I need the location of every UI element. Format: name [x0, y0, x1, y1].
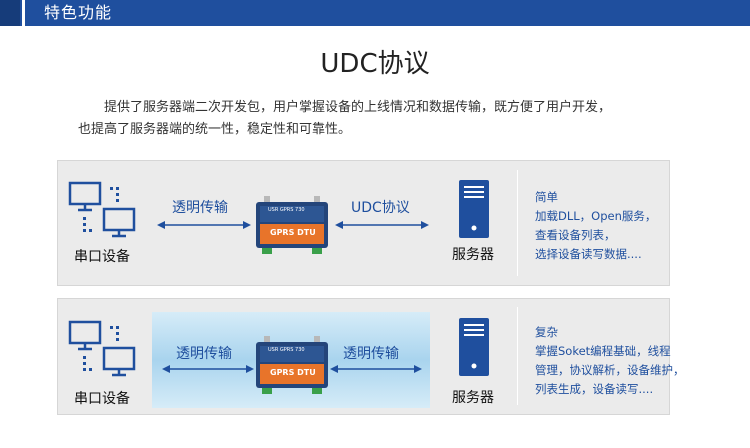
panel-udc-protocol [57, 160, 670, 286]
computers-icon [68, 320, 136, 377]
header-bar [0, 0, 750, 26]
info-line: 掌握Soket编程基础，线程 [535, 344, 671, 358]
server-icon [459, 180, 489, 238]
double-arrow-icon [335, 221, 429, 229]
double-arrow-icon [162, 365, 254, 373]
server-label: 服务器 [452, 390, 494, 406]
info-line: 管理，协议解析，设备维护， [535, 363, 685, 377]
serial-device-label: 串口设备 [74, 249, 130, 265]
info-line: 简单 [535, 190, 558, 204]
serial-device-label: 串口设备 [74, 391, 130, 407]
dtu-device-icon [256, 336, 328, 394]
panel2-info: 复杂 掌握Soket编程基础，线程 管理，协议解析，设备维护， 列表生成，设备读… [535, 323, 685, 399]
link-right-label: 透明传输 [343, 346, 399, 362]
double-arrow-icon [157, 221, 251, 229]
dtu-device-icon [256, 196, 328, 254]
link-left-label: 透明传输 [172, 200, 228, 216]
info-line: 复杂 [535, 325, 558, 339]
description-line-1: 提供了服务器端二次开发包，用户掌握设备的上线情况和数据传输，既方便了用户开发， [104, 100, 612, 115]
dtu-brand: USR GPRS 730 [268, 207, 305, 213]
double-arrow-icon [330, 365, 422, 373]
info-line: 列表生成，设备读写.... [535, 382, 654, 396]
dtu-label: GPRS DTU [270, 368, 316, 377]
section-title: UDC协议 [320, 49, 430, 79]
panel2-divider [517, 307, 518, 405]
panel1-divider [517, 170, 518, 276]
info-line: 加载DLL，Open服务， [535, 209, 657, 223]
info-line: 查看设备列表， [535, 228, 616, 242]
link-right-label: UDC协议 [351, 200, 410, 216]
header-title: 特色功能 [44, 3, 113, 22]
dtu-brand: USR GPRS 730 [268, 347, 305, 353]
link-left-label: 透明传输 [176, 346, 232, 362]
panel1-info: 简单 加载DLL，Open服务， 查看设备列表， 选择设备读写数据.... [535, 188, 685, 264]
info-line: 选择设备读写数据.... [535, 247, 642, 261]
section-description: 提供了服务器端二次开发包，用户掌握设备的上线情况和数据传输，既方便了用户开发， … [78, 97, 698, 141]
header-divider [22, 0, 25, 26]
dtu-label: GPRS DTU [270, 228, 316, 237]
description-line-2: 也提高了服务器端的统一性，稳定性和可靠性。 [78, 122, 352, 137]
server-label: 服务器 [452, 247, 494, 263]
header-accent-block [0, 0, 20, 26]
server-icon [459, 318, 489, 376]
computers-icon [68, 181, 136, 238]
